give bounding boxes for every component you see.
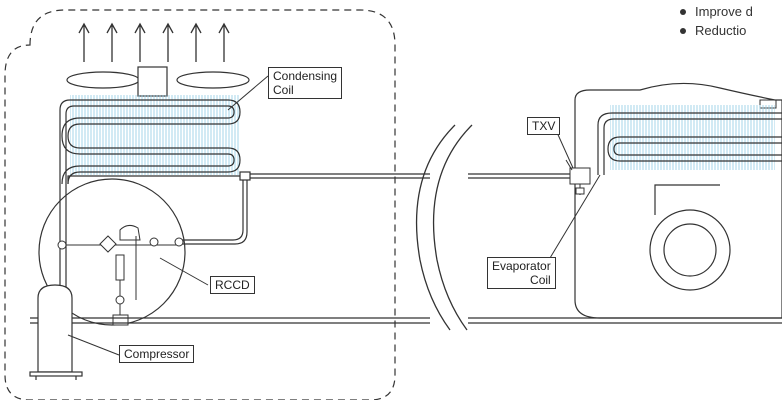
label-evaporator-coil-line2: Coil (530, 273, 551, 287)
label-compressor-text: Compressor (124, 347, 190, 361)
label-condensing-coil: Condensing Coil (268, 67, 343, 99)
txv-valve-icon (565, 159, 591, 195)
compressor-icon (29, 284, 83, 380)
bullet-item: Reductio (678, 21, 753, 40)
blower-icon (649, 184, 731, 291)
condenser-fan-icon (66, 66, 250, 97)
label-rccd-text: RCCD (215, 278, 250, 292)
rccd-boundary (38, 178, 186, 326)
outdoor-unit-boundary (4, 9, 396, 400)
label-condensing-coil-line2: Coil (273, 83, 294, 97)
label-condensing-coil-line1: Condensing (273, 69, 338, 83)
liquid-line (67, 171, 575, 245)
bullet-list: Improve d Reductio (678, 2, 753, 40)
evaporator-coil (597, 112, 782, 175)
indoor-unit-outline (574, 82, 782, 319)
condensing-coil (59, 99, 241, 345)
condensing-coil-highlight (70, 95, 240, 175)
label-evaporator-coil-line1: Evaporator (492, 259, 551, 273)
label-compressor: Compressor (119, 345, 195, 363)
label-evaporator-coil: Evaporator Coil (487, 257, 556, 289)
line-break-arcs (415, 124, 473, 331)
label-txv: TXV (527, 117, 561, 135)
airflow-arrows (78, 22, 230, 62)
label-rccd: RCCD (210, 276, 255, 294)
rccd-valve-assembly (57, 224, 184, 326)
bullet-item: Improve d (678, 2, 753, 21)
label-txv-text: TXV (532, 119, 556, 133)
